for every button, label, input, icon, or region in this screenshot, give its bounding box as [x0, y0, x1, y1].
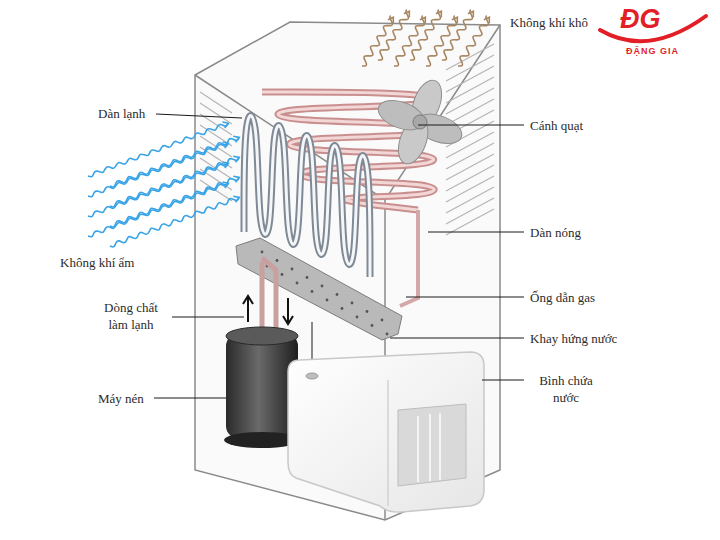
vent-slot: [446, 99, 494, 125]
water-drop: [296, 282, 299, 285]
airflow-arrowhead: [233, 136, 239, 142]
part-label: Máy nén: [98, 390, 144, 407]
airflow-arrowhead: [452, 17, 457, 23]
airflow-arrowhead: [233, 176, 239, 182]
airflow-wave: [394, 16, 424, 66]
water-drop: [366, 310, 369, 313]
airflow-wave: [110, 197, 239, 247]
airflow-arrowhead: [223, 162, 229, 168]
vent-slot: [446, 176, 494, 202]
water-drops: [261, 251, 389, 336]
refrigerant-pipe: [262, 258, 276, 336]
compressor: [226, 334, 298, 438]
part-label: Không khí ẩm: [60, 254, 134, 271]
vent-slot: [446, 55, 494, 81]
cold-coil: [244, 116, 370, 277]
airflow-arrowhead: [404, 11, 409, 17]
tank-handle-recess: [398, 404, 466, 486]
airflow-arrowhead: [223, 182, 229, 188]
water-drop: [336, 293, 339, 296]
vent-slot: [446, 209, 494, 235]
vent-slot: [446, 187, 494, 213]
flow-arrow-down: [283, 298, 293, 324]
water-drop: [321, 285, 324, 288]
water-drop: [351, 302, 354, 305]
vent-slot: [446, 143, 494, 169]
housing: [195, 22, 500, 520]
airflow-wave: [426, 16, 456, 66]
cold-coil-tube: [244, 116, 370, 277]
airflow-arrowhead: [468, 11, 473, 17]
vent-slot: [446, 77, 494, 103]
airflow-arrowhead: [233, 196, 239, 202]
airflow-arrowhead: [223, 122, 229, 128]
water-drop: [356, 316, 359, 319]
airflow-wave: [88, 183, 228, 237]
vent-slot: [446, 198, 494, 224]
vent-slot: [446, 88, 494, 114]
part-label: Dòng chất làm lạnh: [94, 299, 168, 333]
airflow-arrowhead: [223, 142, 229, 148]
logo-text: ĐG: [620, 4, 661, 34]
vent-slot: [446, 154, 494, 180]
water-drop: [276, 259, 279, 262]
water-drop: [261, 251, 264, 254]
flow-arrow-up: [243, 296, 253, 322]
gas-pipe: [400, 210, 418, 306]
tank-edge: [387, 380, 389, 506]
water-drop: [371, 324, 374, 327]
part-label: Dàn lạnh: [98, 105, 145, 122]
airflow-arrowhead: [484, 17, 489, 23]
water-drop: [381, 319, 384, 322]
vent-slot: [200, 92, 232, 113]
part-label: Không khí khô: [510, 14, 588, 31]
water-drop: [341, 307, 344, 310]
fan: [374, 76, 466, 168]
vent-slot: [446, 165, 494, 191]
leader-lines: [154, 114, 524, 398]
airflow-arrowhead: [233, 156, 239, 162]
housing-edge: [195, 25, 500, 520]
water-tank: [288, 352, 484, 512]
water-drop: [291, 268, 294, 271]
tank-handle: [418, 413, 440, 482]
water-tray: [236, 238, 402, 340]
airflow-wave: [458, 16, 488, 66]
airflow-wave: [362, 16, 392, 66]
vent-slot: [446, 66, 494, 92]
airflow-arrowhead: [388, 17, 393, 23]
part-label: Dàn nóng: [530, 224, 581, 241]
part-label: Khay hứng nước: [530, 330, 617, 347]
vent-slot: [200, 103, 232, 124]
tank-inlet: [306, 373, 318, 379]
water-drop: [306, 276, 309, 279]
part-label: Bình chứa nước: [530, 372, 602, 406]
cold-coil-highlight: [244, 116, 370, 277]
airflow-waves: [88, 10, 489, 247]
compressor-top: [226, 327, 298, 345]
water-drop: [386, 333, 389, 336]
logo-text: ĐẶNG GIA: [626, 46, 679, 57]
airflow-arrowhead: [436, 11, 441, 17]
water-drop: [281, 273, 284, 276]
water-drop: [326, 299, 329, 302]
water-drop: [311, 290, 314, 293]
airflow-arrowhead: [420, 17, 425, 23]
part-label: Ống dẫn gas: [530, 289, 595, 306]
part-label: Cánh quạt: [530, 117, 583, 134]
